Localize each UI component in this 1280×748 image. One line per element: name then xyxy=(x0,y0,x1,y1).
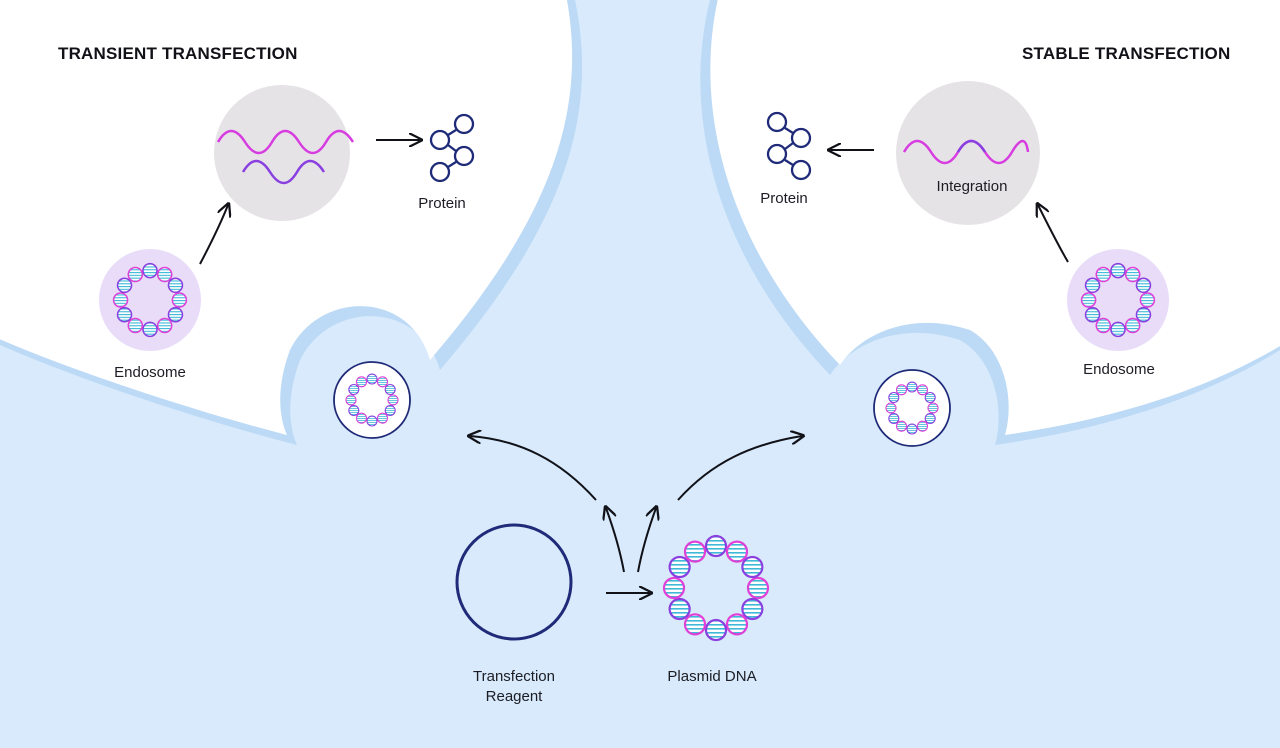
mrna-left-bottom xyxy=(241,159,326,185)
dna-bead xyxy=(668,555,691,579)
insert-segment-right xyxy=(956,139,987,153)
dna-bead xyxy=(167,277,184,294)
reagent-label-line2: Reagent xyxy=(485,688,543,705)
dna-bead xyxy=(156,317,173,334)
dna-bead xyxy=(885,402,897,414)
arrow-branch-left-up xyxy=(606,508,625,573)
plasmid-in-vesicle-left xyxy=(345,373,399,427)
dna-bead xyxy=(924,391,936,404)
dna-bead xyxy=(906,423,918,435)
transfection-reagent xyxy=(455,523,573,641)
dna-bead xyxy=(116,277,133,294)
dna-bead xyxy=(112,292,129,308)
dna-bead xyxy=(888,412,900,425)
dna-bead xyxy=(895,384,908,396)
reagent-label-line1: Transfection xyxy=(473,668,555,685)
dna-bead xyxy=(741,597,764,621)
dna-bead xyxy=(924,412,936,425)
dna-bead xyxy=(348,383,360,396)
dna-bead xyxy=(355,412,368,424)
dna-bead xyxy=(376,412,389,424)
dna-bead xyxy=(1135,306,1152,323)
dna-bead xyxy=(1135,277,1152,294)
dna-bead xyxy=(906,381,918,393)
dna-bead xyxy=(916,384,929,396)
vesicle-left xyxy=(333,361,411,439)
dna-bead xyxy=(1095,317,1112,334)
integration-label: Integration xyxy=(936,178,1008,195)
arrow-to-vesicle-left xyxy=(470,436,597,501)
dna-bead xyxy=(384,404,396,417)
dna-bead xyxy=(384,383,396,396)
arrow-endosome-to-nucleus-left xyxy=(199,205,228,265)
arrow-endosome-to-nucleus-right xyxy=(1038,205,1069,263)
protein-label-left: Protein xyxy=(418,195,466,212)
dna-bead xyxy=(142,262,158,279)
dna-bead xyxy=(127,266,144,283)
dna-bead xyxy=(1095,266,1112,283)
dna-bead xyxy=(366,373,378,385)
dna-bead xyxy=(927,402,939,414)
dna-bead xyxy=(1139,292,1156,308)
dna-bead xyxy=(1124,317,1141,334)
vesicle-right xyxy=(873,369,951,447)
dna-bead xyxy=(662,576,686,600)
protein-label-right: Protein xyxy=(760,190,808,207)
protein-icon-right xyxy=(766,111,812,181)
dna-bead xyxy=(668,597,691,621)
dna-bead xyxy=(348,404,360,417)
dna-bead xyxy=(895,420,908,432)
right-cell xyxy=(700,0,1280,445)
dna-bead xyxy=(683,613,707,636)
dna-bead xyxy=(916,420,929,432)
nucleus-left xyxy=(214,85,350,221)
dna-bead xyxy=(1080,292,1097,308)
endosome-right xyxy=(1067,249,1169,351)
dna-bead xyxy=(127,317,144,334)
dna-bead xyxy=(1110,262,1126,279)
mrna-left-top xyxy=(216,129,355,155)
stable-heading: STABLE TRANSFECTION xyxy=(1022,44,1231,63)
dna-bead xyxy=(725,613,749,636)
dna-bead xyxy=(376,376,389,388)
dna-bead xyxy=(1084,306,1101,323)
plasmid-in-endosome-right xyxy=(1080,262,1156,338)
dna-bead xyxy=(167,306,184,323)
dna-bead xyxy=(1124,266,1141,283)
dna-bead xyxy=(116,306,133,323)
dna-bead xyxy=(683,540,707,563)
arrow-to-vesicle-right xyxy=(677,436,802,501)
arrow-branch-right-up xyxy=(637,508,656,573)
dna-bead xyxy=(355,376,368,388)
plasmid-in-vesicle-right xyxy=(885,381,939,435)
transient-heading: TRANSIENT TRANSFECTION xyxy=(58,44,298,63)
left-cell xyxy=(0,0,583,445)
nucleus-right xyxy=(896,81,1040,225)
endosome-label-right: Endosome xyxy=(1083,361,1155,378)
dna-bead xyxy=(741,555,764,579)
dna-bead xyxy=(704,534,728,558)
dna-bead xyxy=(387,394,399,406)
dna-bead xyxy=(171,292,188,308)
dna-bead xyxy=(142,321,158,338)
dna-bead xyxy=(366,415,378,427)
plasmid-label: Plasmid DNA xyxy=(667,668,757,685)
dna-bead xyxy=(156,266,173,283)
dna-bead xyxy=(725,540,749,563)
endosome-left xyxy=(99,249,201,351)
dna-bead xyxy=(345,394,357,406)
dna-bead xyxy=(746,576,770,600)
dna-bead xyxy=(888,391,900,404)
plasmid-in-endosome-left xyxy=(112,262,188,338)
protein-icon-left xyxy=(429,113,475,183)
dna-bead xyxy=(1084,277,1101,294)
dna-bead xyxy=(1110,321,1126,338)
plasmid-dna xyxy=(662,534,770,642)
endosome-label-left: Endosome xyxy=(114,364,186,381)
dna-bead xyxy=(704,618,728,642)
